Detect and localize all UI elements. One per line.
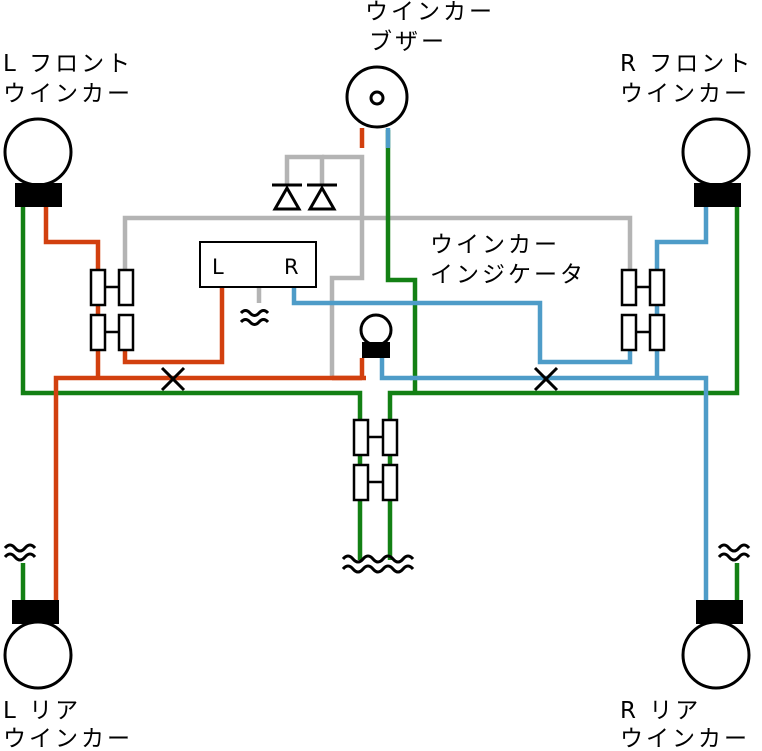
buzzer-icon [345,65,409,129]
gray-wires [122,154,633,378]
right-rear-bulb-icon [681,600,751,690]
ground-symbol-icon [3,309,751,574]
right-rear-label-line1: R リア [620,698,701,724]
right-rear-label-line2: ウインカー [620,726,750,751]
switch-left-label: L [212,255,224,279]
right-front-label-line2: ウインカー [620,81,750,107]
left-rear-label-line1: L リア [3,698,81,724]
right-front-label-line1: R フロント [620,51,753,77]
right-front-bulb-icon [681,117,751,207]
blue-wires [291,128,709,603]
right-front-connector-icon [620,268,666,352]
indicator-bulb-icon [359,313,393,358]
indicator-label-line1: ウインカー [430,232,560,258]
left-front-label-line1: L フロント [3,51,133,77]
diode-icon [272,183,337,211]
switch-right-label: R [284,255,299,279]
left-rear-label-line2: ウインカー [3,726,133,751]
buzzer-label-line2: ブザー [369,29,447,55]
ground-connector-icon [352,418,399,502]
turn-signal-switch: L R [199,241,317,288]
left-crossing-mark [160,366,186,392]
left-front-label-line2: ウインカー [3,81,133,107]
left-front-bulb-icon [3,117,73,207]
left-front-connector-icon [89,268,135,352]
orange-wires [43,128,366,603]
right-crossing-mark [533,366,559,392]
indicator-label-line2: インジケータ [430,262,586,288]
buzzer-label-line1: ウインカー [365,0,495,25]
left-rear-bulb-icon [3,600,73,690]
